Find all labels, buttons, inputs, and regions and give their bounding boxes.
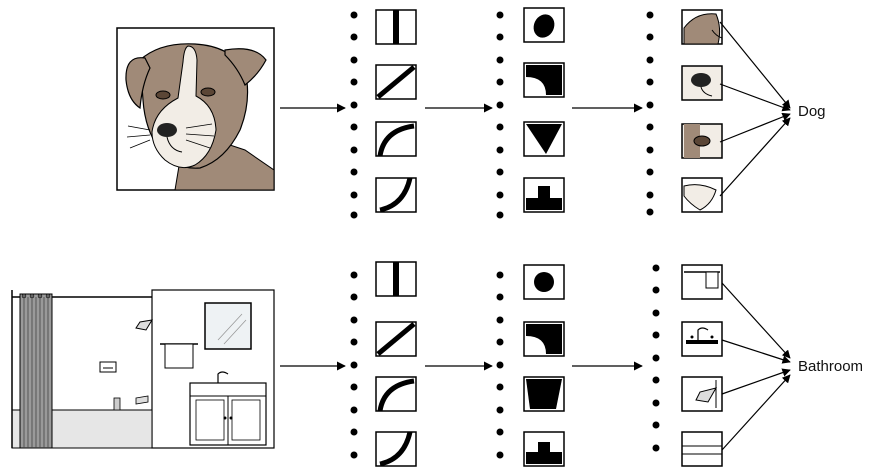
layer1-feature-curve-up-right <box>375 431 417 467</box>
layer3-feature-dog-ear <box>681 9 723 45</box>
dog-input-image <box>116 27 275 191</box>
layer1-feature-diagonal-line <box>375 64 417 100</box>
layer2-feature-round-blob <box>523 264 565 300</box>
layer2-feature-wedge-shape <box>523 121 565 157</box>
layer3-feature-dog-nose <box>681 65 723 101</box>
layer2-feature-corner-shape <box>523 62 565 98</box>
layer3-feature-towel-bar <box>681 264 723 300</box>
layer1-feature-curve-up-right <box>375 177 417 213</box>
converging-arrows-bathroom <box>721 282 791 451</box>
layer1-feature-curve-up-left <box>375 121 417 157</box>
layer2-feature-round-blob <box>523 7 565 43</box>
layer1-feature-vertical-bar <box>375 261 417 297</box>
layer1-feature-curve-up-left <box>375 376 417 412</box>
layer3-feature-cabinet <box>681 431 723 467</box>
layer3-feature-sink-faucet <box>681 321 723 357</box>
bathroom-input-image <box>11 289 275 449</box>
layer2-feature-corner-shape <box>523 321 565 357</box>
converging-arrows-dog <box>719 21 791 197</box>
dot-column-layer3 <box>646 11 660 452</box>
layer2-feature-cup-shape <box>523 376 565 412</box>
dot-column-layer2 <box>496 11 504 459</box>
layer3-feature-dog-eye <box>681 123 723 159</box>
layer2-feature-step-shape <box>523 177 565 213</box>
bathroom-label: Bathroom <box>798 358 864 375</box>
layer3-feature-dog-mouth <box>681 177 723 213</box>
layer3-feature-shower-head <box>681 376 723 412</box>
dot-column-layer1 <box>350 11 358 459</box>
layer1-feature-vertical-bar <box>375 9 417 45</box>
layer1-feature-diagonal-line <box>375 321 417 357</box>
layer2-feature-step-shape <box>523 431 565 467</box>
dog-label: Dog <box>798 103 826 120</box>
layer-transition-arrows <box>280 103 643 371</box>
